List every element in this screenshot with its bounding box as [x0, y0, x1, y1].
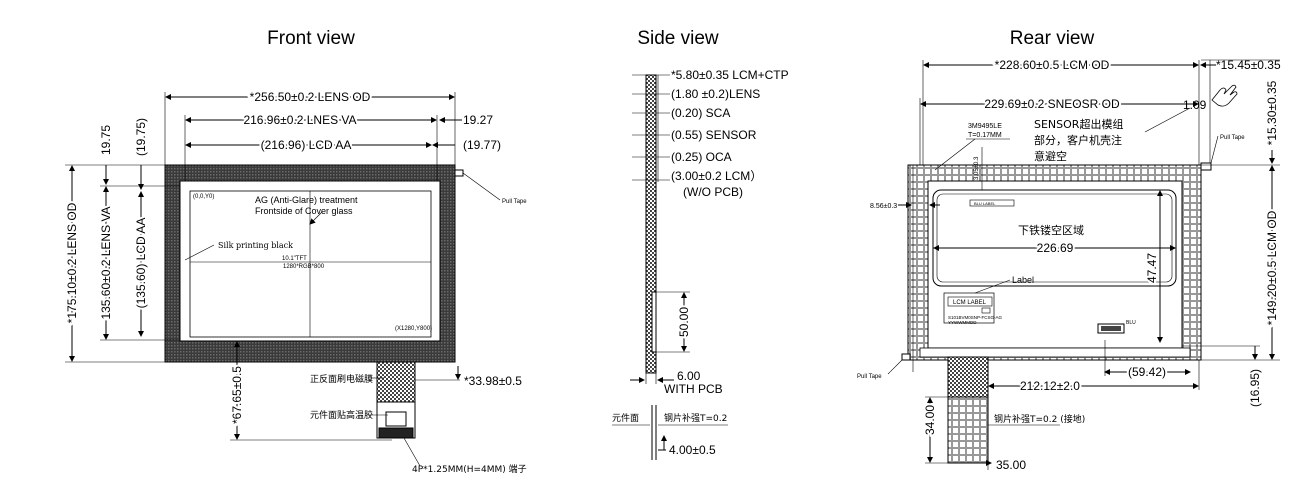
- side-50: 50.00: [677, 307, 691, 337]
- sensor-note-2: 部分，客户机壳注: [1034, 133, 1122, 147]
- coord-end: (X1280,Y800): [395, 326, 432, 332]
- side-4: 4.00±0.5: [669, 443, 716, 457]
- iron-cn: 下铁镂空区域: [1018, 223, 1084, 237]
- dim-15-30: *15.30±0.35: [1265, 80, 1279, 145]
- side-steel: 钢片补强T=0.2: [664, 412, 727, 424]
- dim-19-77: (19.77): [463, 138, 501, 152]
- dim-33-98: *33.98±0.5: [464, 374, 522, 388]
- side-oca: (0.25) OCA: [671, 150, 732, 164]
- dim-lcd-aa-h: (216.96) LCD AA: [261, 138, 352, 152]
- tft-res: 1280*RGB*800: [283, 264, 325, 270]
- side-comp-face: 元件面: [612, 412, 639, 424]
- dim-59-42: (59.42): [1128, 365, 1166, 379]
- dim-8-56: 8.56±0.3: [870, 203, 897, 210]
- dim-lcm-od-h: *228.60±0.5 LCM OD: [995, 58, 1110, 72]
- dim-lens-od-h: *256.50±0.2 LENS OD: [250, 90, 371, 104]
- dim-lcd-aa-v: (135.60) LCD AA: [134, 218, 148, 309]
- ag-line2: Frontside of Cover glass: [255, 206, 353, 216]
- side-sca: (0.20) SCA: [671, 106, 730, 120]
- side-lens: (1.80 ±0.2)LENS: [671, 87, 760, 101]
- tape-thickness: T=0.17MM: [968, 132, 1002, 139]
- dim-212-12: 212.12±2.0: [1020, 379, 1080, 393]
- side-6: 6.00: [677, 369, 701, 383]
- ag-line1: AG (Anti-Glare) treatment: [255, 195, 358, 205]
- dim-15-45: *15.45±0.35: [1216, 58, 1281, 72]
- dim-lens-od-v: *175.10±0.2 LENS OD: [65, 202, 79, 323]
- dim-3-05: 3.05±0.3: [974, 156, 980, 180]
- rear-fpc-stiffener: [947, 396, 989, 464]
- sensor-note-3: 意避空: [1034, 149, 1067, 163]
- rear-fpc-tail: [947, 356, 989, 398]
- silk-label: Silk printing black: [218, 241, 293, 250]
- side-view-title: Side view: [637, 28, 719, 49]
- sensor-note-1: SENSOR超出模组: [1034, 117, 1123, 131]
- date-code: YYWWMMDD: [948, 320, 977, 325]
- dim-sneosr: 229.69±0.2 SNEOSR OD: [984, 97, 1120, 111]
- active-area: [189, 190, 432, 338]
- front-view-title: Front view: [267, 28, 355, 49]
- side-lcm-ctp: *5.80±0.35 LCM+CTP: [671, 68, 789, 82]
- rear-steel-gnd: 钢片补强T=0.2 (接地): [994, 413, 1085, 425]
- dim-19-75: 19.75: [99, 125, 113, 155]
- pointing-hand-icon: [1211, 84, 1238, 107]
- dim-35: 35.00: [996, 458, 1026, 472]
- dim-226-69: 226.69: [1037, 241, 1074, 255]
- front-pull-tape: Pull Tape: [502, 199, 527, 205]
- fpc-note-2: 元件面贴高温胶: [310, 409, 373, 421]
- side-lcm: (3.00±0.2 LCM）: [671, 169, 762, 183]
- iron-cutout: [932, 189, 1177, 287]
- tft-size: 10.1"TFT: [282, 256, 307, 262]
- dim-67-65: *67.65±0.5: [230, 366, 244, 424]
- side-with-pcb: WITH PCB: [664, 382, 723, 396]
- dim-lcm-od-v: *149.20±0.5 LCM OD: [1265, 210, 1279, 325]
- side-sensor: (0.55) SENSOR: [671, 128, 757, 142]
- lcm-label: LCM LABEL: [953, 300, 987, 306]
- fpc-note-1: 正反面刷电磁膜: [310, 373, 373, 385]
- side-wo-pcb: (W/O PCB): [683, 185, 743, 199]
- rear-view-title: Rear view: [1010, 28, 1095, 49]
- front-view: Pull Tape *256.50±0.2 LENS OD 216.96±0.2…: [63, 88, 527, 475]
- rear-pull-tape-top: Pull Tape: [1220, 135, 1245, 141]
- rear-view: BLU LABEL 下铁镂空区域 226.69 47.47 LCM LABEL …: [857, 56, 1281, 472]
- dim-47-47: 47.47: [1145, 253, 1159, 283]
- side-view: *5.80±0.35 LCM+CTP (1.80 ±0.2)LENS (0.20…: [612, 68, 789, 460]
- dim-19-27: 19.27: [463, 113, 493, 127]
- side-leaders: [632, 74, 670, 182]
- coord-origin: (0,0,Y0): [193, 194, 214, 200]
- connector-note: 4P*1.25MM(H=4MM) 端子: [412, 463, 527, 475]
- rear-pull-tape-bot: Pull Tape: [857, 374, 882, 380]
- dim-34: 34.00: [923, 405, 937, 435]
- fpc-tail: [376, 361, 416, 403]
- dim-19-75-paren: (19.75): [134, 118, 148, 156]
- blu-conn: BLU: [1126, 320, 1136, 326]
- dim-16-95: (16.95): [1248, 369, 1262, 407]
- blu-label: BLU LABEL: [974, 201, 996, 206]
- dim-lens-va-v: 135.60±0.2 LENS VA: [99, 206, 113, 319]
- label-callout: Label: [1012, 275, 1034, 285]
- part-number: S101BVM0SNP-FCSG-AG: [948, 315, 1003, 320]
- tape-spec: 3M9495LE: [968, 123, 1002, 130]
- dim-lnes-va-h: 216.96±0.2 LNES VA: [243, 113, 356, 127]
